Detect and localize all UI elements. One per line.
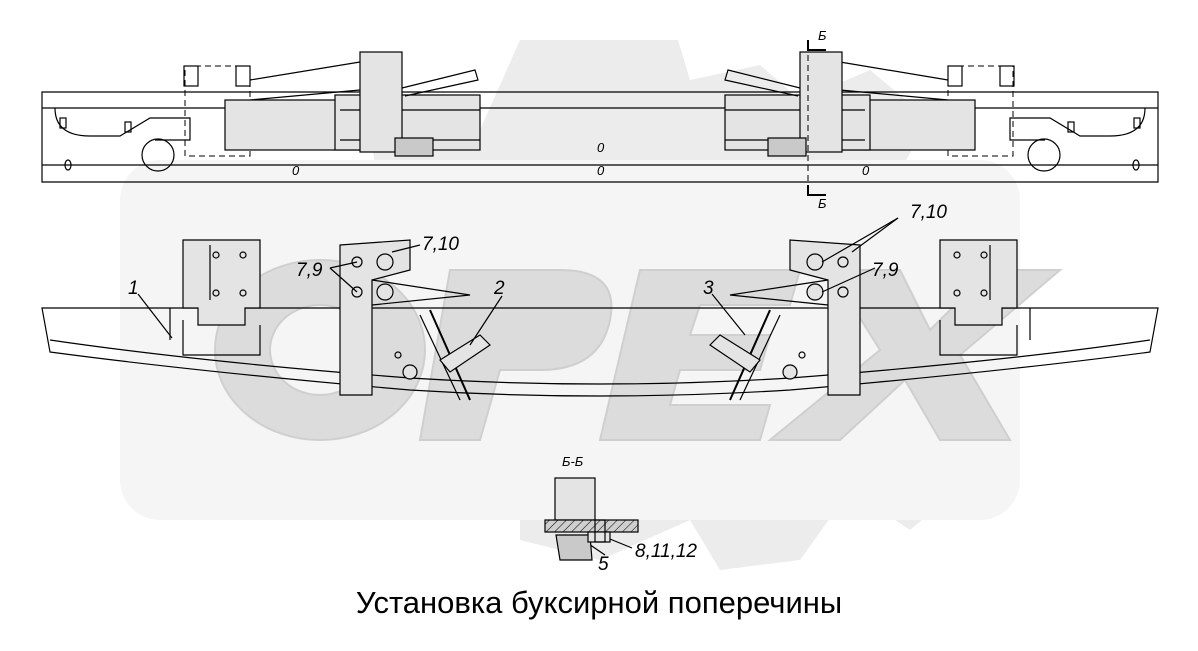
callout-5: 5	[598, 554, 609, 575]
drawing-title: Установка буксирной поперечины	[355, 585, 843, 620]
callout-7-10-right: 7,10	[910, 202, 947, 223]
callout-7-10-left: 7,10	[422, 234, 459, 255]
section-cut-line	[807, 40, 826, 196]
zero-mark-2: 0	[597, 140, 605, 155]
callout-3: 3	[703, 278, 714, 299]
front-view-right-plate	[939, 239, 1018, 356]
section-view	[544, 477, 639, 561]
top-view-left-bracket	[183, 51, 481, 157]
callout-7-9-left: 7,9	[296, 260, 323, 281]
front-view-right-hook	[709, 239, 861, 401]
callout-1: 1	[128, 278, 139, 299]
front-view-left-hook	[339, 239, 491, 401]
section-mark-bottom: Б	[818, 196, 827, 211]
front-view-left-plate	[182, 239, 261, 356]
section-mark-top: Б	[818, 28, 827, 43]
callout-2: 2	[493, 278, 505, 299]
zero-mark-3: 0	[597, 163, 605, 178]
top-view-right-bracket	[724, 51, 1015, 157]
zero-mark-4: 0	[862, 163, 870, 178]
section-view-label: Б-Б	[562, 454, 584, 469]
zero-mark-1: 0	[292, 163, 300, 178]
callout-7-9-right: 7,9	[872, 260, 899, 281]
callout-8-11-12: 8,11,12	[635, 541, 697, 562]
